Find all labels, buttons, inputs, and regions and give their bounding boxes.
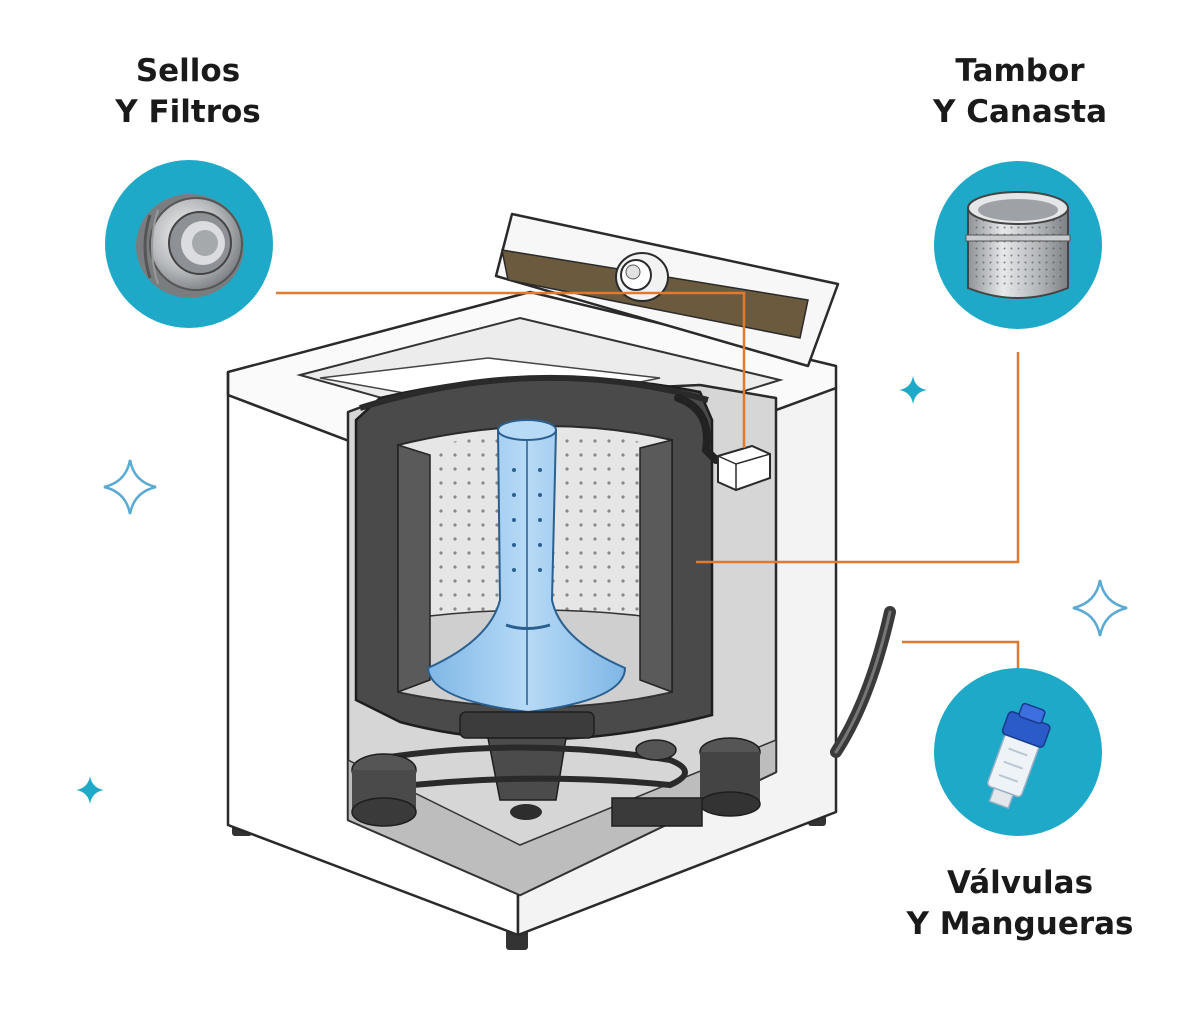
dispenser-block [717,444,771,492]
label-valves: Válvulas Y Mangueras [890,863,1150,945]
valve-hose-icon [987,702,1051,810]
sparkle-icon [76,776,104,804]
sparkles [76,376,1128,804]
seal-filter-icon [136,194,244,298]
label-drum-line2: Y Canasta [932,94,1108,130]
label-valves-line1: Válvulas [946,865,1094,901]
label-seals-line2: Y Filtros [115,94,261,130]
leader-line-valves [902,640,1020,668]
motor-assembly [351,711,761,827]
sparkle-icon [1072,579,1128,637]
callout-drum [934,161,1102,329]
washing-machine [226,212,896,950]
label-drum: Tambor Y Canasta [910,51,1130,133]
drain-hose [830,606,896,758]
leader-line-drum [696,352,1020,564]
leader-line-seals [276,291,746,448]
label-drum-line1: Tambor [955,53,1085,89]
leader-lines [276,291,1020,668]
label-valves-line2: Y Mangueras [906,906,1134,942]
foot [506,930,528,950]
drum-basket-icon [965,191,1071,299]
control-dial-icon [615,252,669,302]
label-seals: Sellos Y Filtros [88,51,288,133]
agitator [426,419,627,714]
sparkle-icon [103,459,157,515]
label-seals-line1: Sellos [135,53,241,89]
callout-seals [105,160,273,328]
callout-valves [934,668,1102,836]
sparkle-icon [899,376,927,404]
